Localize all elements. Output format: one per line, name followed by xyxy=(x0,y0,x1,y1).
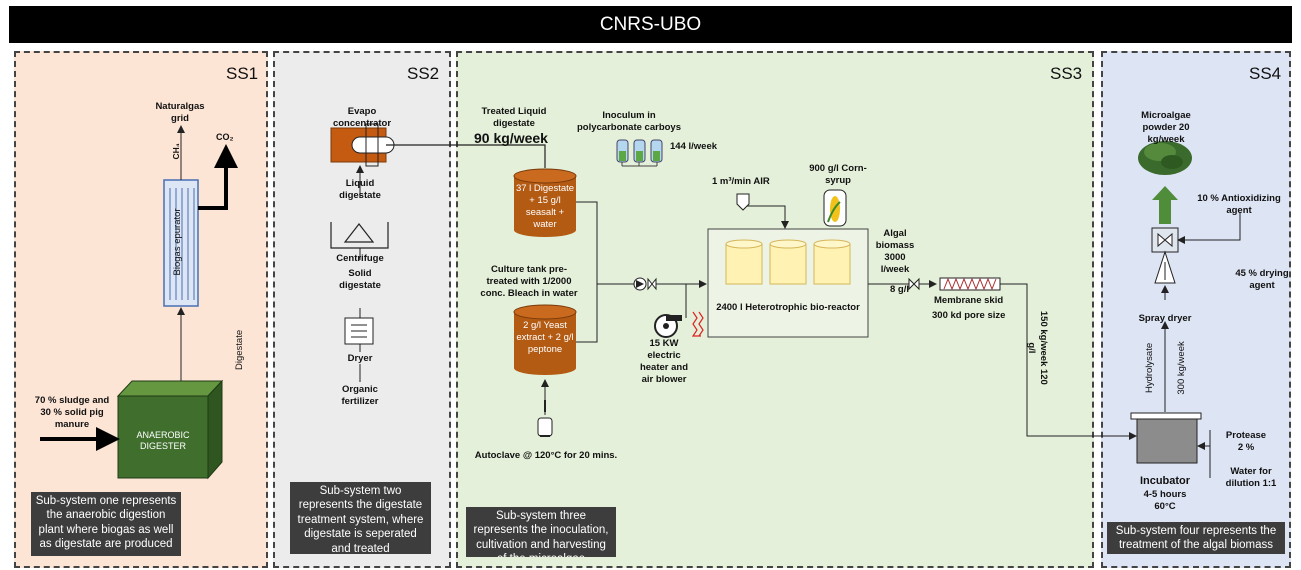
naturalgas-grid-label: Naturalgas grid xyxy=(155,101,205,124)
ss1-label: SS1 xyxy=(226,64,259,83)
pore-size-label: 300 kd pore size xyxy=(932,310,1006,321)
culture-tank-label: Culture tank pre-treated with 1/2000 con… xyxy=(480,264,578,299)
ss1-caption: Sub-system one represents the anaerobic … xyxy=(31,492,181,556)
outlet-valve-icon xyxy=(908,277,920,291)
corn-syrup-icon xyxy=(823,189,847,227)
microalgae-powder-label: Microalgae powder 20 kg/week xyxy=(1141,110,1191,145)
microalgae-powder-icon xyxy=(1138,141,1192,175)
ss2-label: SS2 xyxy=(407,64,440,83)
membrane-skid-label: Membrane skid xyxy=(934,295,1004,306)
spray-dryer-label: Spray dryer xyxy=(1138,313,1192,324)
incubator-vessel xyxy=(1136,418,1198,464)
flow-concentration-label: 8 g/l xyxy=(890,284,910,295)
autoclave-label: Autoclave @ 120°C for 20 mins. xyxy=(474,450,618,461)
heater-blower-label: 15 KW electric heater and air blower xyxy=(639,338,689,385)
inoculum-rate-label: 144 l/week xyxy=(670,141,718,152)
dryer-label: Dryer xyxy=(347,353,373,364)
co2-label: CO₂ xyxy=(216,132,234,142)
incubator-time-label: 4-5 hours xyxy=(1143,489,1187,500)
ss2-caption: Sub-system two represents the digestate … xyxy=(290,482,431,554)
hydrolysate-label: Hydrolysate xyxy=(1144,342,1156,394)
solid-digestate-label: Solid digestate xyxy=(339,268,381,291)
biogas-epurator-label: Biogas epurator xyxy=(172,208,184,276)
air-sparger-icon xyxy=(736,193,750,211)
epurator-tubes xyxy=(169,188,195,300)
diagram-title: CNRS-UBO xyxy=(9,6,1292,43)
incubator-temp-label: 60°C xyxy=(1154,501,1176,512)
product-arrow xyxy=(1152,186,1178,224)
protease-label: Protease 2 % xyxy=(1225,430,1267,453)
treated-liquid-label: Treated Liquid digestate xyxy=(481,106,547,129)
liquid-digestate-label: Liquid digestate xyxy=(339,178,381,201)
feed-label: 70 % sludge and 30 % solid pig manure xyxy=(34,395,110,430)
antioxidizing-agent-label: 10 % Antioxidizing agent xyxy=(1197,193,1281,216)
digester-label: ANAEROBIC DIGESTER xyxy=(136,430,190,452)
evapo-concentrator-label: Evapo concentrator xyxy=(332,106,392,129)
treated-amount-label: 90 kg/week xyxy=(474,130,548,146)
culture-tank xyxy=(514,312,576,375)
reactor-vessels xyxy=(725,239,851,285)
panel-ss1 xyxy=(14,51,268,568)
hydrolysate-rate-label: 300 kg/week xyxy=(1176,341,1188,395)
tank1-contents: 37 l Digestate + 15 g/l seasalt + water xyxy=(515,183,575,230)
valve-icon xyxy=(647,277,657,291)
digestate-tank xyxy=(514,176,576,237)
panel-ss4 xyxy=(1101,51,1291,568)
centrifuge-label: Centrifuge xyxy=(336,253,384,264)
corn-syrup-label: 900 g/l Corn-syrup xyxy=(809,163,867,186)
organic-fertilizer-label: Organic fertilizer xyxy=(341,384,379,407)
ss4-label: SS4 xyxy=(1249,64,1282,83)
inoculum-label: Inoculum in polycarbonate carboys xyxy=(576,110,681,133)
bioreactor-label: 2400 l Heterotrophic bio-reactor xyxy=(716,302,860,313)
air-supply-label: 1 m³/min AIR xyxy=(712,176,770,187)
ss3-label: SS3 xyxy=(1050,64,1083,83)
digestate-flow-label: Digestate xyxy=(234,329,246,371)
ch4-label: CH₄ xyxy=(170,143,181,160)
centrifuge xyxy=(330,222,389,249)
tank2-contents: 2 g/l Yeast extract + 2 g/l peptone xyxy=(516,320,574,355)
autoclave-icon xyxy=(537,417,553,437)
dilution-water-label: Water for dilution 1:1 xyxy=(1225,466,1277,489)
algal-biomass-label: Algal biomass 3000 l/week xyxy=(875,228,915,275)
permeate-label: 150 kg/week 120 g/l xyxy=(1026,310,1049,385)
incubator-label: Incubator xyxy=(1139,475,1191,487)
heater-icon xyxy=(691,311,701,337)
inoculum-carboys xyxy=(616,139,663,167)
drying-agent-label: 45 % drying agent xyxy=(1235,268,1289,291)
ss3-caption: Sub-system three represents the inoculat… xyxy=(466,507,616,557)
ss4-caption: Sub-system four represents the treatment… xyxy=(1107,522,1285,554)
